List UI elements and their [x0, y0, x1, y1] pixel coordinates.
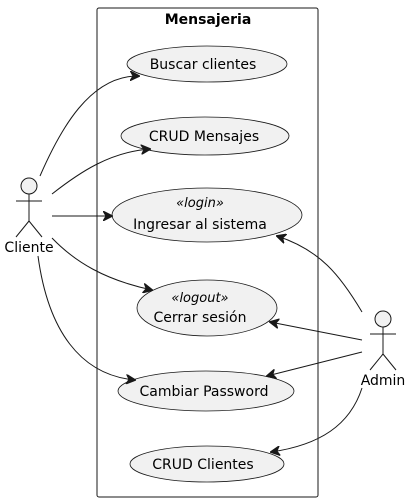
use-case-stereotype: «login»: [176, 196, 224, 211]
assoc-admin-password: [267, 351, 363, 376]
actor-label: Admin: [361, 373, 406, 389]
use-case-ingresar-sistema[interactable]: «login» Ingresar al sistema: [111, 187, 303, 243]
use-case-cerrar-sesion[interactable]: «logout» Cerrar sesión: [136, 279, 278, 337]
assoc-cliente-crud-mensajes: [51, 149, 150, 195]
actor-label: Cliente: [4, 240, 53, 256]
use-case-crud-mensajes[interactable]: CRUD Mensajes: [120, 116, 290, 156]
use-case-label: CRUD Mensajes: [149, 129, 259, 145]
assoc-admin-logout: [270, 322, 363, 341]
assoc-cliente-logout: [51, 237, 152, 290]
use-case-label: Ingresar al sistema: [133, 217, 267, 233]
use-case-label: Cambiar Password: [140, 384, 269, 400]
use-case-label: Cerrar sesión: [154, 310, 247, 326]
assoc-cliente-password: [37, 255, 135, 380]
use-case-stereotype: «logout»: [171, 291, 228, 306]
use-case-buscar-clientes[interactable]: Buscar clientes: [126, 45, 288, 83]
assoc-cliente-buscar: [39, 76, 139, 177]
assoc-admin-crud-clientes: [271, 387, 363, 452]
assoc-admin-login: [277, 236, 363, 313]
use-case-label: CRUD Clientes: [152, 457, 253, 473]
use-case-crud-clientes[interactable]: CRUD Clientes: [129, 445, 285, 483]
boundary-title: Mensajeria: [165, 12, 252, 28]
actor-cliente[interactable]: Cliente: [4, 177, 54, 256]
use-case-label: Buscar clientes: [150, 57, 257, 73]
use-case-cambiar-password[interactable]: Cambiar Password: [117, 370, 295, 412]
actor-admin[interactable]: Admin: [361, 310, 406, 389]
